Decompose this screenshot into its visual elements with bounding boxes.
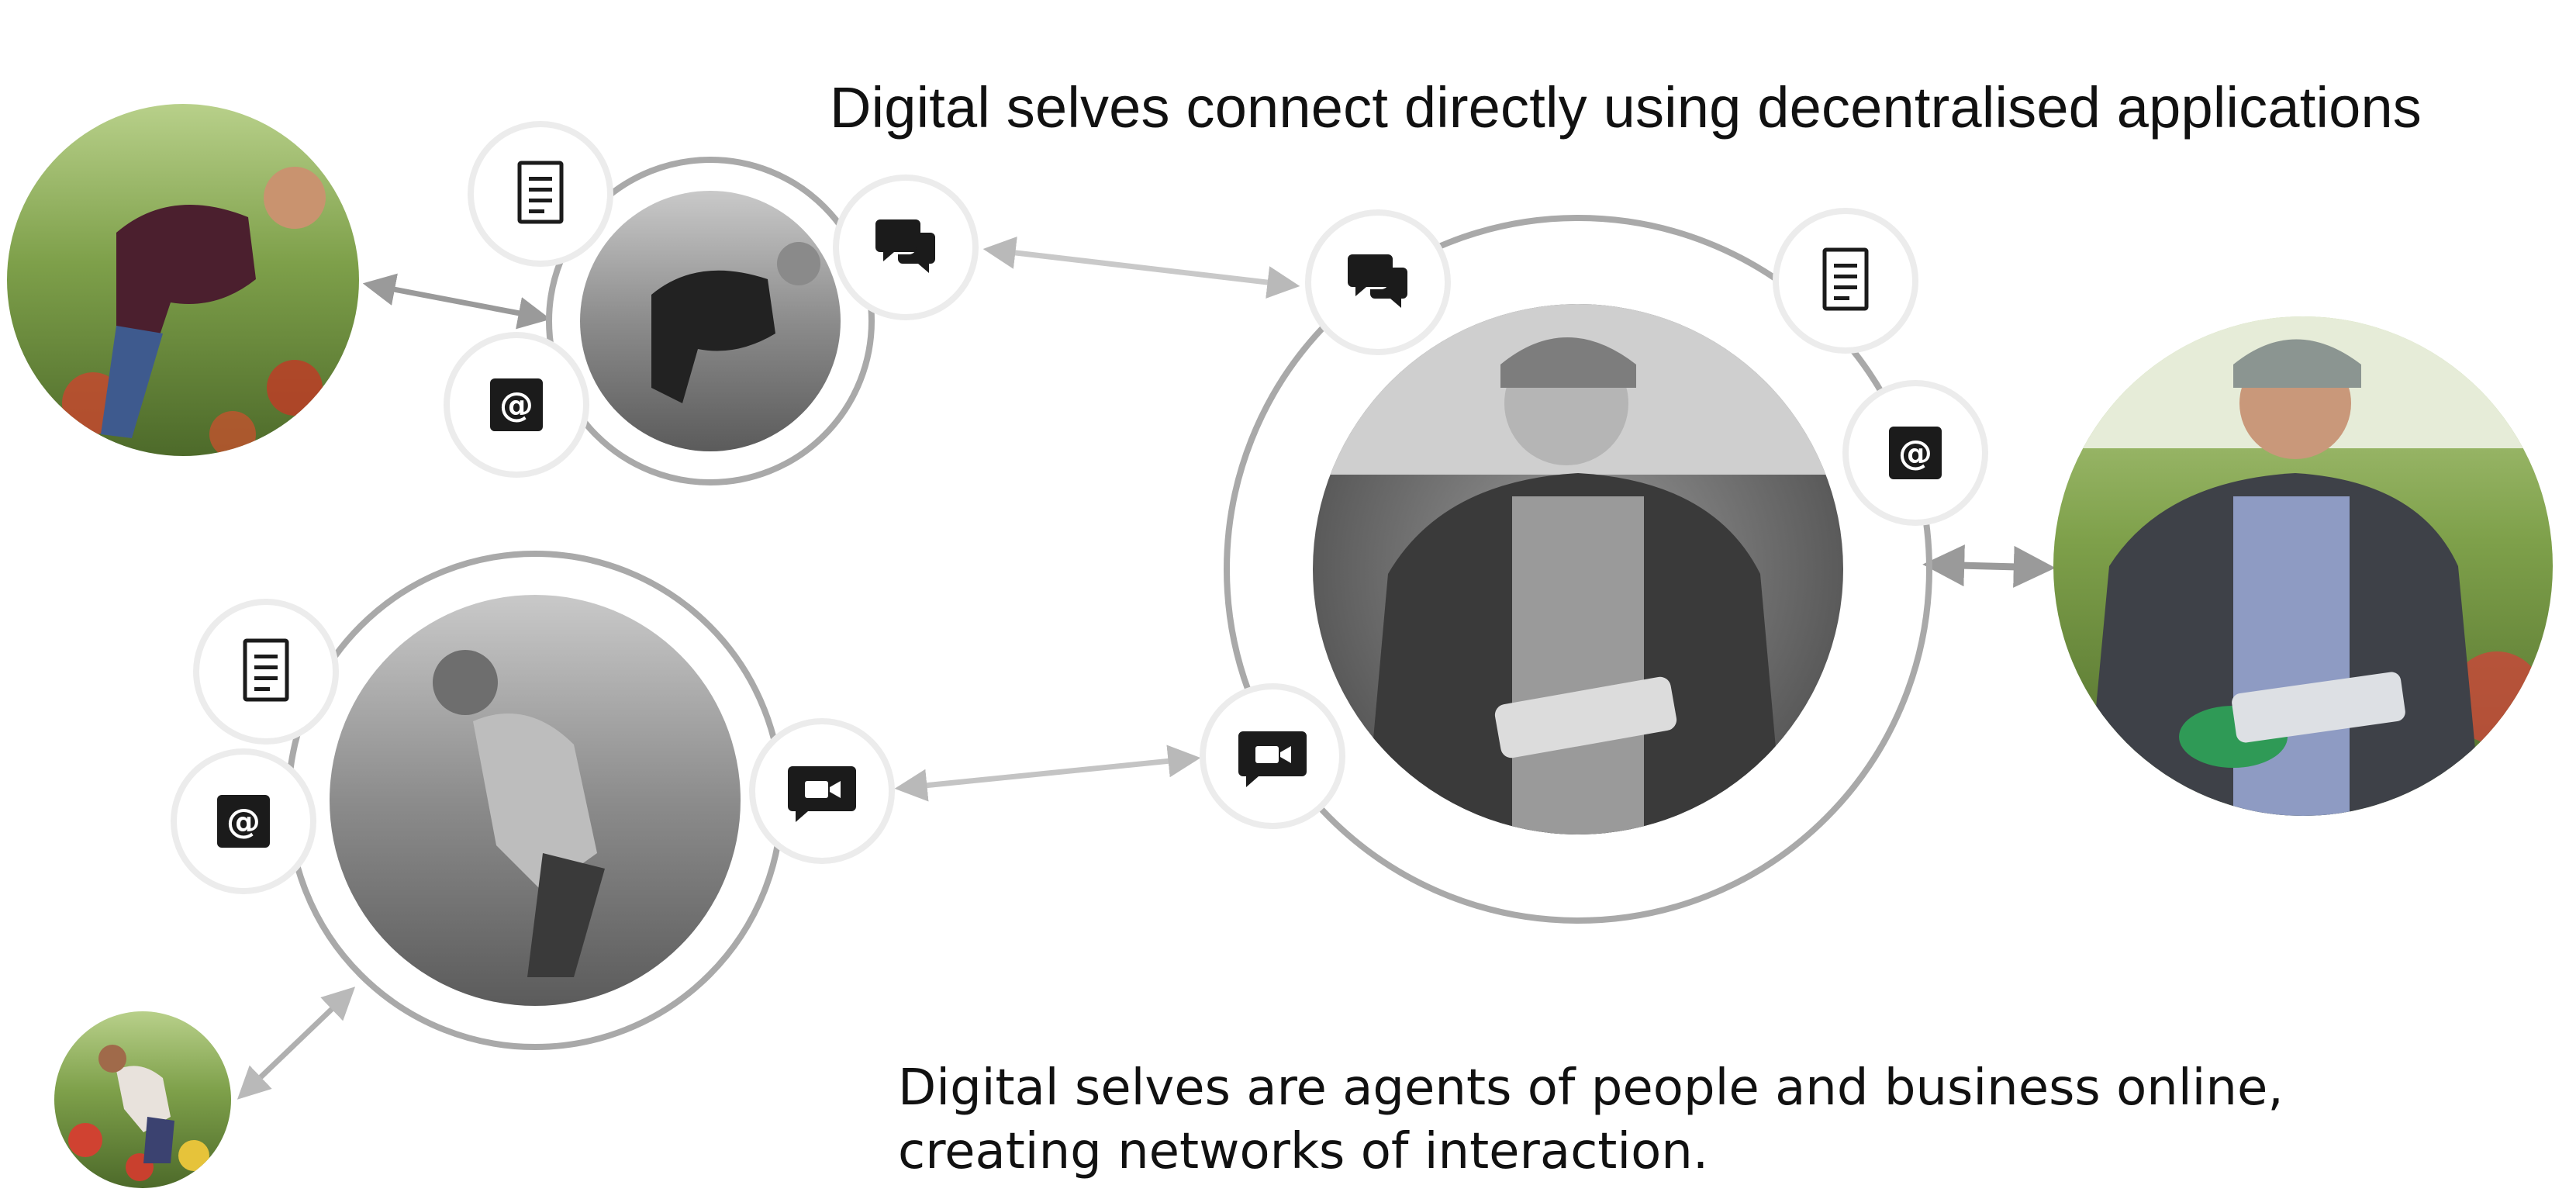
connector-arrow-4	[1922, 544, 2056, 588]
at-sign-icon: @	[217, 795, 270, 848]
photo-farmer-tablet-grayscale	[1313, 304, 1843, 834]
badge-document-2[interactable]	[1773, 208, 1918, 354]
badge-document-3[interactable]	[193, 599, 339, 745]
at-sign-icon: @	[1889, 427, 1942, 479]
badge-chat-1[interactable]	[833, 174, 979, 320]
at-sign-icon: @	[490, 378, 543, 431]
connector-arrow-2	[982, 237, 1300, 299]
badge-video-2[interactable]	[749, 718, 895, 864]
badge-email-3[interactable]: @	[171, 748, 316, 894]
chat-bubbles-icon	[1348, 254, 1407, 308]
photo-woman-field-grayscale	[330, 595, 741, 1006]
headline: Digital selves connect directly using de…	[830, 75, 2422, 140]
document-icon	[1822, 247, 1869, 311]
badge-email-2[interactable]: @	[1842, 380, 1988, 526]
caption-line-1: Digital selves are agents of people and …	[898, 1059, 2284, 1117]
caption-line-2: creating networks of interaction.	[898, 1123, 1709, 1180]
connectors	[237, 237, 2056, 1100]
photo-farmer-bending-grayscale	[580, 191, 841, 451]
photo-farmer-bending-color	[7, 104, 359, 456]
svg-text:@: @	[226, 802, 261, 841]
svg-text:@: @	[1898, 434, 1932, 473]
connector-arrow-1	[362, 273, 551, 330]
badge-email-1[interactable]: @	[444, 332, 589, 478]
badge-video-1[interactable]	[1200, 683, 1345, 829]
digital-self-ring-1	[546, 157, 875, 485]
chat-bubbles-icon	[875, 219, 935, 273]
document-icon	[517, 161, 564, 224]
digital-self-ring-2	[1224, 215, 1932, 924]
connector-arrow-5	[237, 986, 356, 1100]
badge-chat-2[interactable]	[1305, 209, 1451, 355]
svg-text:@: @	[499, 385, 534, 425]
badge-document-1[interactable]	[468, 121, 613, 267]
photo-farmer-tablet-color	[2053, 316, 2553, 816]
caption: Digital selves are agents of people and …	[898, 1056, 2284, 1183]
video-call-icon	[1238, 731, 1307, 787]
connector-arrow-3	[894, 745, 1201, 802]
video-call-icon	[788, 766, 856, 822]
photo-woman-field-color	[54, 1011, 231, 1188]
document-icon	[243, 638, 289, 702]
